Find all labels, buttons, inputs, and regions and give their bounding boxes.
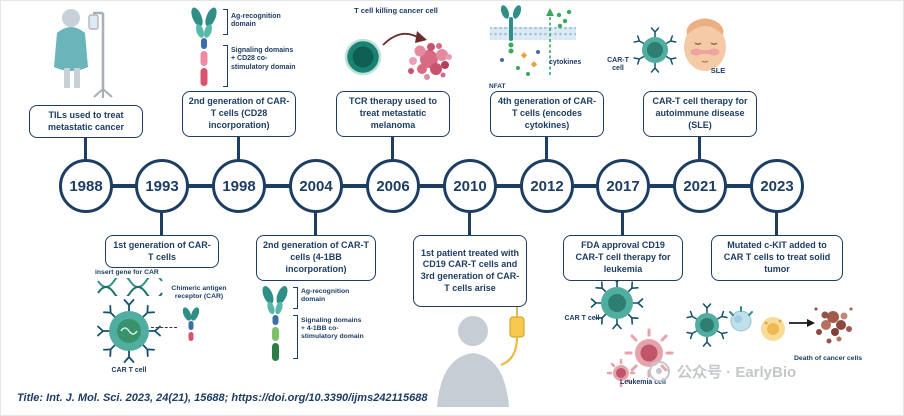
connector-2010 (468, 211, 471, 237)
event-label: CAR-T cell therapy for autoimmune diseas… (652, 96, 748, 130)
event-2017: FDA approval CD19 CAR-T cell therapy for… (563, 235, 683, 281)
year-label: 2010 (453, 177, 487, 195)
label-death-of-cancer-cells: Death of cancer cells (794, 355, 862, 362)
event-1998: 2nd generation of CAR-T cells (CD28 inco… (182, 91, 296, 137)
label-ag-recognition-2004: Ag-recognition domain (301, 288, 350, 304)
connector-2004 (314, 211, 317, 237)
year-node-1998: 1998 (212, 159, 266, 213)
year-node-2017: 2017 (596, 159, 650, 213)
event-2006: TCR therapy used to treat metastatic mel… (336, 91, 450, 137)
solid-tumor-killing-icon (686, 303, 853, 347)
label-signaling-41bb: Signaling domains + 4-1BB co-stimulatory… (301, 317, 364, 341)
year-node-1988: 1988 (59, 159, 113, 213)
connector-1993 (160, 211, 163, 237)
event-2010: 1st patient treated with CD19 CAR-T cell… (413, 235, 527, 307)
connector-2017 (621, 211, 624, 237)
connector-2021 (698, 137, 701, 161)
event-label: 4th generation of CAR-T cells (encodes c… (498, 96, 596, 130)
year-node-2023: 2023 (750, 159, 804, 213)
bracket-signaling-1998 (223, 45, 228, 87)
year-label: 2021 (683, 177, 717, 195)
year-node-2004: 2004 (289, 159, 343, 213)
membrane-cytokines-icon (490, 5, 576, 76)
label-signaling-cd28: Signaling domains + CD28 co-stimulatory … (231, 47, 296, 71)
citation: Title: Int. J. Mol. Sci. 2023, 24(21), 1… (17, 392, 428, 404)
bracket-ag-recognition-2004 (293, 287, 298, 309)
label-car-t-cell-1993: CAR T cell (111, 367, 147, 374)
label-ag-recognition-1998: Ag-recognition domain (231, 13, 281, 29)
connector-2012 (545, 137, 548, 161)
event-label: 1st generation of CAR-T cells (113, 239, 211, 262)
event-label: TILs used to treat metastatic cancer (47, 109, 125, 132)
car-receptor-cd28-icon (191, 7, 217, 86)
year-label: 2012 (530, 177, 564, 195)
year-label: 1993 (145, 177, 179, 195)
label-sle: SLE (710, 66, 726, 75)
label-t-cell-killing: T cell killing cancer cell (354, 6, 438, 15)
patient-iv-icon (54, 9, 113, 98)
event-1993: 1st generation of CAR-T cells (105, 235, 219, 268)
year-node-2021: 2021 (673, 159, 727, 213)
event-2021: CAR-T cell therapy for autoimmune diseas… (643, 91, 757, 137)
watermark-text: 公众号 · EarlyBio (677, 364, 797, 381)
event-2004: 2nd generation of CAR-T cells (4-1BB inc… (256, 235, 376, 281)
year-node-2012: 2012 (520, 159, 574, 213)
connector-1988 (84, 137, 87, 161)
year-label: 2017 (606, 177, 640, 195)
connector-1998 (237, 137, 240, 161)
event-1988: TILs used to treat metastatic cancer (29, 105, 143, 138)
label-nfat: NFAT (489, 83, 506, 90)
label-car-t-cell-2021: CAR-T cell (607, 57, 629, 73)
connector-2023 (775, 211, 778, 237)
event-2023: Mutated c-KIT added to CAR T cells to tr… (711, 235, 843, 281)
label-leukemia-cell: Leukemia cell (620, 379, 666, 386)
event-label: 2nd generation of CAR-T cells (CD28 inco… (188, 96, 290, 130)
label-cytokines: cytokines (549, 59, 582, 66)
year-label: 1988 (69, 177, 103, 195)
event-label: FDA approval CD19 CAR-T cell therapy for… (575, 240, 671, 274)
car-t-cell-icon-1993 (97, 299, 161, 363)
year-label: 2004 (299, 177, 333, 195)
dna-icon (97, 278, 163, 296)
car-t-cell-icon-2021 (633, 27, 677, 73)
event-label: Mutated c-KIT added to CAR T cells to tr… (723, 240, 831, 274)
bracket-signaling-2004 (293, 315, 298, 359)
year-node-2006: 2006 (366, 159, 420, 213)
year-label: 1998 (222, 177, 256, 195)
connector-2006 (391, 137, 394, 161)
event-label: 2nd generation of CAR-T cells (4-1BB inc… (263, 240, 369, 274)
event-2012: 4th generation of CAR-T cells (encodes c… (490, 91, 604, 137)
t-cell-killing-icon (344, 31, 452, 80)
car-receptor-41bb-icon (262, 286, 288, 361)
car-receptor-mini-icon (182, 307, 200, 341)
event-label: 1st patient treated with CD19 CAR-T cell… (420, 247, 520, 293)
year-label: 2023 (760, 177, 794, 195)
year-node-2010: 2010 (443, 159, 497, 213)
leukemia-cells-icon (590, 276, 674, 388)
dashed-link-car (151, 327, 177, 328)
label-chimeric-receptor: Chimeric antigen receptor (CAR) (171, 285, 227, 301)
patient-silhouette-icon (437, 307, 525, 407)
event-label: TCR therapy used to treat metastatic mel… (348, 96, 437, 130)
earlybio-logo-icon (649, 361, 670, 382)
timeline-axis (61, 184, 804, 188)
label-car-t-cell-2017: CAR T cell (564, 315, 600, 322)
label-insert-gene: insert gene for CAR (95, 269, 159, 276)
year-label: 2006 (376, 177, 410, 195)
bracket-ag-recognition-1998 (223, 9, 228, 35)
watermark: 公众号 · EarlyBio (649, 361, 796, 382)
year-node-1993: 1993 (135, 159, 189, 213)
sle-face-icon (684, 18, 726, 71)
